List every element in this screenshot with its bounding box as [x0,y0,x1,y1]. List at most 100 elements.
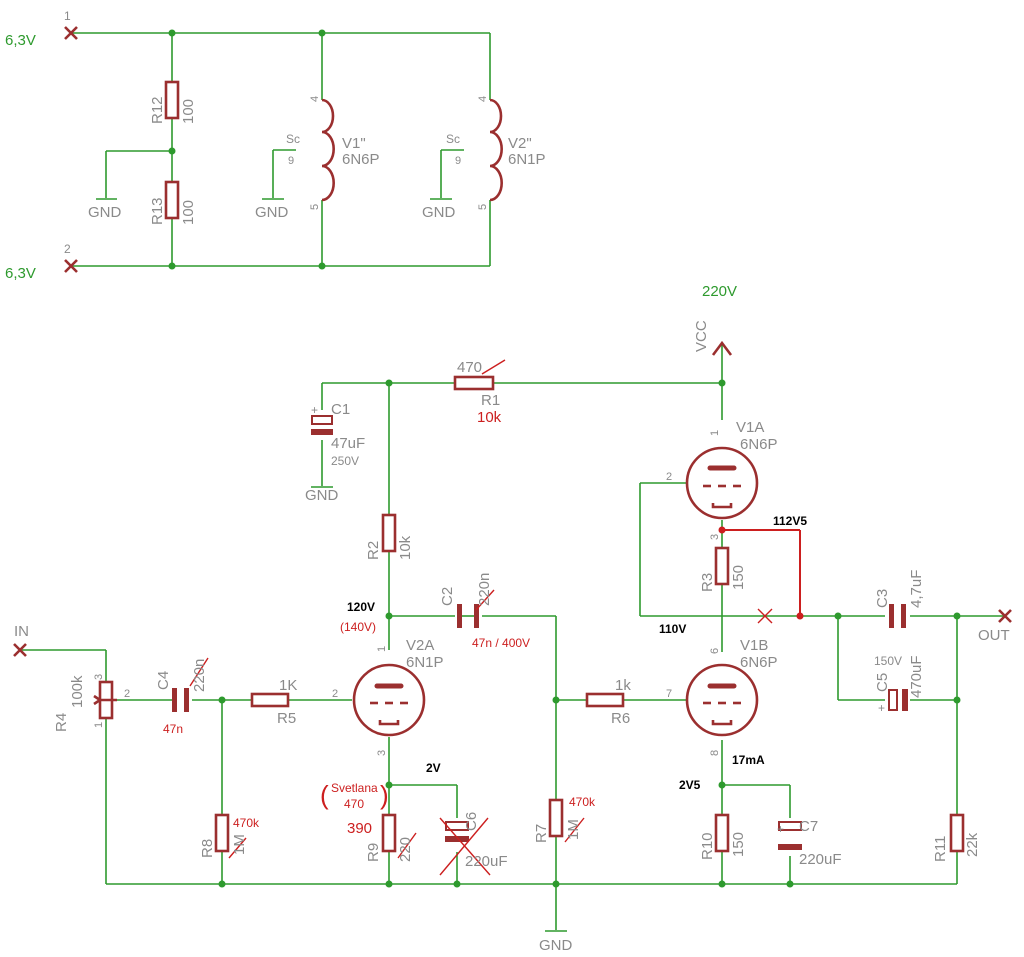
r5-label: R5 [277,710,296,727]
c7-label: C7 [799,818,818,835]
r8-value: 1M [231,834,248,855]
v1a-tube [685,446,759,520]
c5-plus: + [878,701,885,715]
v1b-name: V1B [740,637,768,654]
r4-label: R4 [53,713,70,732]
out-terminal-marker [998,609,1012,623]
r11-body [949,813,965,853]
gnd-label-c1: GND [305,487,339,504]
out-label: OUT [978,627,1010,644]
c7-plus: + [777,822,784,836]
v1b-cathode-voltage: 2V5 [679,778,701,792]
r4-pin-1: 1 [93,722,105,728]
r7-new-value: 470k [569,795,596,809]
r4-wiper-icon [93,694,117,706]
r6-value: 1k [615,677,631,694]
vcc-arrow-icon [711,340,733,356]
v1b-type: 6N6P [740,654,778,671]
c7-value: 220uF [799,851,842,868]
c5-label: C5 [874,673,891,692]
v2a-type: 6N1P [406,654,444,671]
heater-circuit [64,26,503,273]
c6-value: 220uF [465,853,508,870]
v1-heater-pin-4: 4 [309,96,321,102]
c6-label: C6 [463,812,480,831]
c4-new-value: 47n [163,722,183,736]
r11-value: 22k [964,832,981,857]
vcc-label: VCC [693,320,710,352]
r9-value: 220 [397,837,414,862]
v2-heater-name: V2" [508,135,532,152]
junction-dots [218,379,961,888]
c5-voltage: 150V [874,654,902,668]
r13-body [164,180,180,220]
r1-label: R1 [481,392,500,409]
v1-sc-label: Sc [286,132,300,146]
heater-voltage-bottom: 6,3V [5,265,36,282]
r13-value: 100 [180,200,197,225]
r2-value: 10k [397,535,414,560]
r7-value: 1M [565,819,582,840]
v2-heater-pin-5: 5 [477,204,489,210]
c4-value: 220n [191,659,208,692]
r4-pin-3: 3 [93,674,105,680]
r2-body [381,513,397,553]
heater-voltage-top: 6,3V [5,32,36,49]
v2a-cathode-voltage: 2V [426,761,441,775]
v2a-plate-pin: 1 [376,646,388,652]
r11-label: R11 [932,836,949,862]
v1-heater-type: 6N6P [342,151,380,168]
r1-new-value: 10k [477,409,502,426]
c1-voltage: 250V [331,454,359,468]
c7-body [778,821,802,850]
r7-label: R7 [533,824,550,843]
r12-label: R12 [149,96,166,124]
c1-value: 47uF [331,435,365,452]
gnd-label-main: GND [539,937,573,954]
v1a-name: V1A [736,419,764,436]
heater-terminal-bottom-marker [64,259,78,273]
v2a-plate-voltage-alt: (140V) [340,620,376,634]
r2-label: R2 [365,541,382,560]
v1-heater-pin-5: 5 [309,204,321,210]
r5-body [250,692,290,708]
v2-heater-type: 6N1P [508,151,546,168]
r8-new-value: 470k [233,816,260,830]
c2-label: C2 [439,587,456,606]
c2-body [457,604,479,628]
r9-label: R9 [365,843,382,862]
r9-note-value: 470 [344,797,364,811]
in-label: IN [14,623,29,640]
r12-body [164,80,180,120]
v1b-current: 17mA [732,753,765,767]
c2-new-value: 47n / 400V [472,636,530,650]
r3-body [714,546,730,586]
v2-sc-pin: 9 [455,155,461,167]
heater-terminal-top-marker [64,26,78,40]
v2-sc-label: Sc [446,132,460,146]
v2a-tube [352,663,426,737]
value-strike-marks [189,359,585,876]
r3-label: R3 [699,573,716,592]
r5-value: 1K [279,677,297,694]
cut-wire-marker [757,608,773,624]
c1-plus: + [311,403,318,417]
in-terminal-marker [13,643,27,657]
r10-body [714,813,730,853]
v1-heater-name: V1" [342,135,366,152]
c5-body [888,689,908,711]
heater-pin-bottom: 2 [64,242,71,256]
r9-note: Svetlana [331,781,378,795]
r4-pin-2: 2 [124,688,130,700]
r8-label: R8 [199,839,216,858]
gnd-label-heater-2: GND [255,204,289,221]
v2-heater-filament [489,98,503,202]
c4-label: C4 [155,671,172,690]
r4-value: 100k [69,675,86,708]
r10-value: 150 [730,832,747,857]
v2a-plate-voltage: 120V [347,600,375,614]
r9-body [381,813,397,853]
main-circuit-wires [22,345,1005,932]
r13-label: R13 [149,197,166,225]
